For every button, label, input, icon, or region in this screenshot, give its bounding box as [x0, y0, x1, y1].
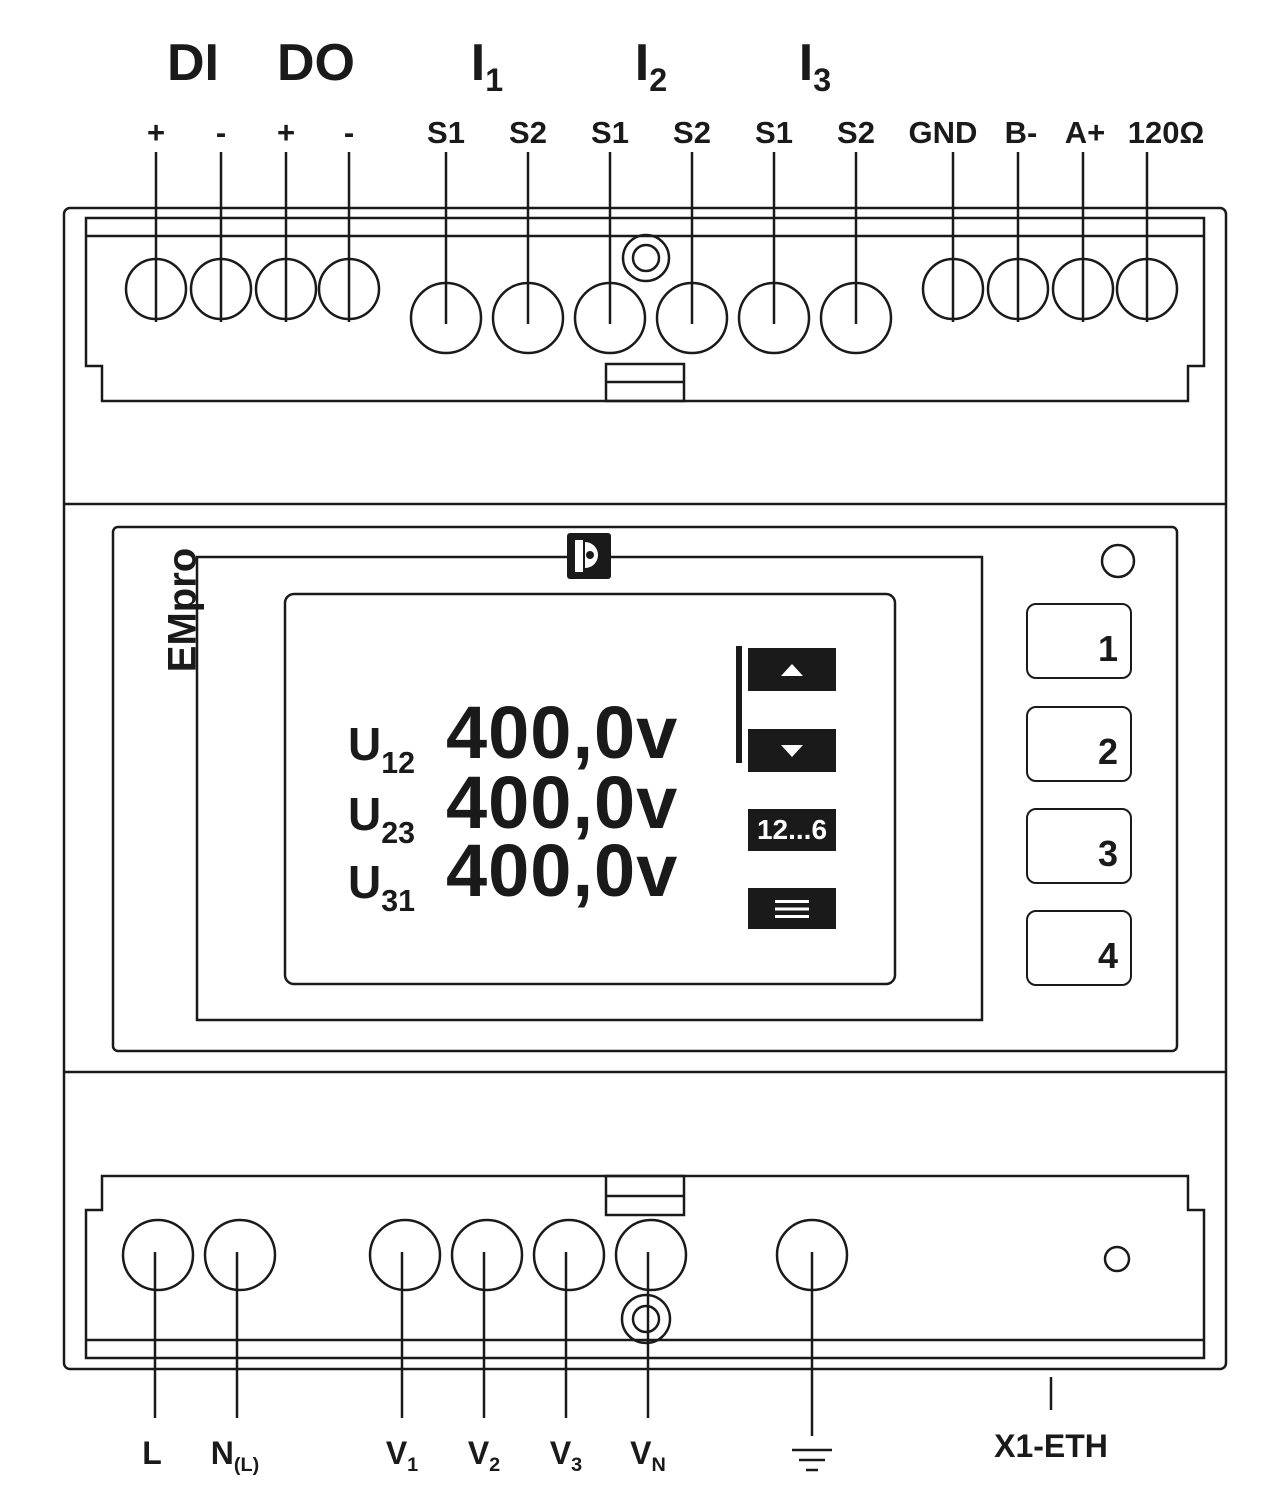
scroll-up-softkey[interactable] [748, 648, 836, 691]
terminal-label-b-minus: B- [1004, 115, 1038, 150]
button-3[interactable]: 3 [1026, 808, 1132, 884]
button-4[interactable]: 4 [1026, 910, 1132, 986]
triangle-up-icon [781, 663, 803, 676]
terminal-label-v2: V2 [467, 1435, 501, 1476]
button-2[interactable]: 2 [1026, 706, 1132, 782]
reading-label: U12 [348, 717, 416, 781]
brand-label: EMpro [160, 547, 205, 673]
ground-icon [792, 1448, 832, 1472]
button-label: 2 [1097, 731, 1118, 772]
terminal-label-i1-s1: S1 [427, 115, 465, 150]
top-terminal-cover [84, 216, 1206, 403]
terminal-label-gnd: GND [908, 115, 978, 150]
terminal-label-v1: V1 [385, 1435, 419, 1476]
reading-value: 400,0v [446, 829, 679, 912]
group-label-do: DO [277, 34, 355, 92]
terminal-label-v3: V3 [549, 1435, 583, 1476]
terminal-label-i2-s2: S2 [673, 115, 711, 150]
eth-port-indicator [1103, 1245, 1131, 1273]
button-label: 3 [1097, 833, 1118, 874]
reading-u31: U31 400,0v [348, 829, 679, 919]
phoenix-contact-logo-icon [567, 533, 611, 579]
front-panel [111, 525, 1179, 1053]
group-label-i3: I3 [798, 34, 832, 99]
reading-value: 400,0v [446, 761, 679, 844]
housing-outline [62, 206, 1228, 1371]
terminal-label-l: L [142, 1435, 162, 1471]
terminal-label-120-ohm: 120Ω [1127, 115, 1205, 150]
button-label: 4 [1097, 935, 1118, 976]
reading-u12: U12 400,0v [348, 691, 679, 781]
terminal-label-do-plus: + [276, 115, 296, 150]
lcd-screen [283, 592, 897, 986]
group-label-i2: I2 [634, 34, 668, 99]
scroll-indicator [736, 646, 742, 763]
terminal-label-vn: VN [630, 1435, 666, 1476]
terminal-label-n: N(L) [210, 1435, 260, 1476]
eth-port-label: X1-ETH [994, 1428, 1108, 1464]
triangle-down-icon [781, 744, 803, 757]
bottom-terminal-cover [84, 1174, 1206, 1360]
button-label: 1 [1097, 628, 1118, 669]
group-label-i1: I1 [470, 34, 504, 99]
menu-softkey[interactable] [748, 888, 836, 929]
terminal-label-di-plus: + [146, 115, 166, 150]
terminal-label-do-minus: - [343, 115, 355, 150]
terminal-label-i3-s2: S2 [837, 115, 875, 150]
reading-label: U23 [348, 787, 416, 851]
terminal-label-i3-s1: S1 [755, 115, 793, 150]
status-led [1100, 543, 1136, 579]
group-label-di: DI [167, 34, 219, 92]
terminal-label-i1-s2: S2 [509, 115, 547, 150]
reading-value: 400,0v [446, 691, 679, 774]
button-1[interactable]: 1 [1026, 603, 1132, 679]
terminal-label-a-plus: A+ [1064, 115, 1106, 150]
terminal-label-di-minus: - [215, 115, 227, 150]
scroll-down-softkey[interactable] [748, 729, 836, 772]
reading-label: U31 [348, 855, 416, 919]
reading-u23: U23 400,0v [348, 761, 679, 851]
top-terminal-screws [124, 257, 1179, 355]
menu-icon [775, 899, 809, 918]
terminal-label-i2-s1: S1 [591, 115, 629, 150]
range-softkey[interactable]: 12...6 [748, 809, 836, 851]
